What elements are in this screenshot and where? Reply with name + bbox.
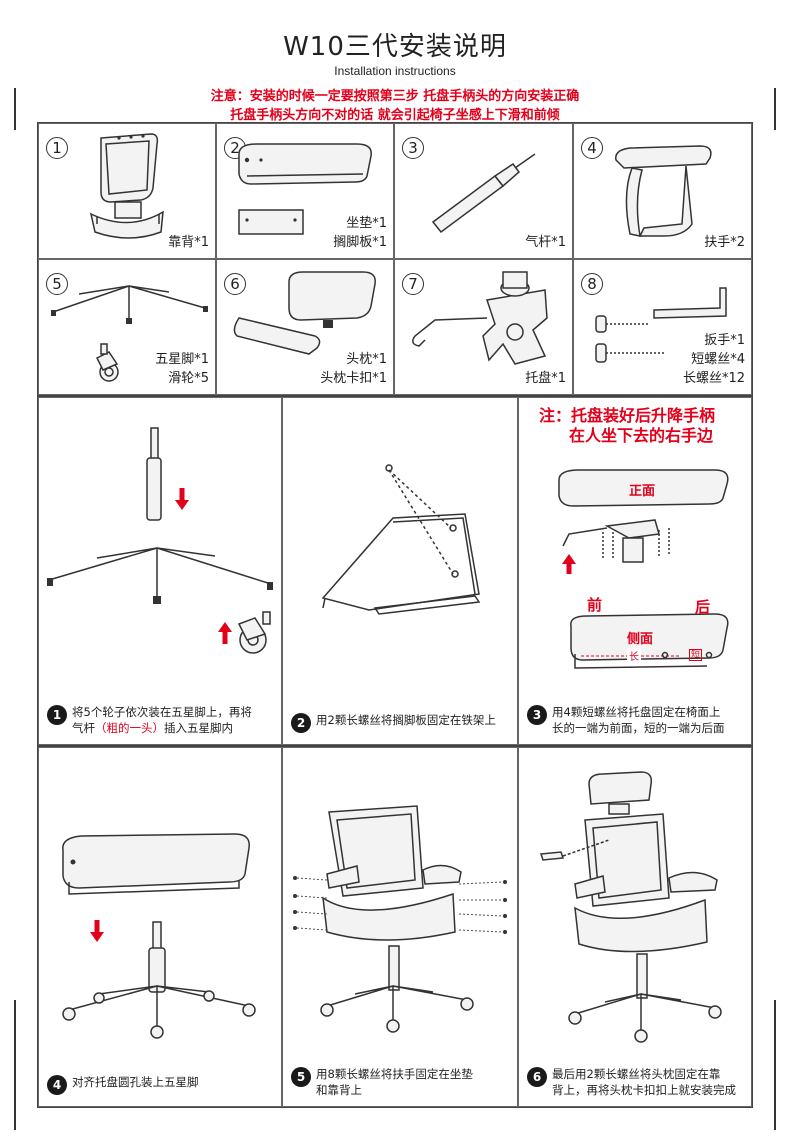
label-short: 短	[689, 649, 703, 661]
step-2-illustration	[321, 464, 481, 615]
part-number: 3	[402, 137, 424, 159]
step-1-panel: 1 将5个轮子依次装在五星脚上，再将 气杆（粗的一头）插入五星脚内	[38, 397, 282, 745]
gas-lift-illustration	[431, 153, 536, 234]
label-long: 长	[627, 648, 641, 663]
part-number: 6	[224, 273, 246, 295]
crop-mark-top-right	[774, 88, 776, 130]
crop-mark-top-left	[14, 88, 16, 130]
step-3-note-line-1: 注：托盘装好后升降手柄	[539, 406, 716, 425]
part-cell-armrest: 4 扶手*2	[573, 123, 752, 259]
notice-line-1: 注意：安装的时候一定要按照第三步 托盘手柄头的方向安装正确	[210, 89, 580, 104]
part-cell-tray: 7 托盘*1	[394, 259, 573, 395]
headrest-illustration	[233, 271, 376, 355]
step-2-text: 用2颗长螺丝将搁脚板固定在铁架上	[316, 713, 496, 727]
armrest-illustration	[615, 145, 712, 237]
part-cell-base: 5 五星脚*1 滑轮*5	[38, 259, 216, 395]
step-4-illustration	[62, 833, 256, 1039]
part-label: 头枕卡扣*1	[320, 371, 387, 386]
part-cell-hardware: 8 扳手*1 短螺丝*4 长螺丝*12	[573, 259, 752, 395]
crop-mark-bottom-left	[14, 1000, 16, 1130]
part-label: 短螺丝*4	[691, 352, 745, 367]
step-2-panel: 2 用2颗长螺丝将搁脚板固定在铁架上	[282, 397, 518, 745]
part-cell-backrest: 1 靠背*1	[38, 123, 216, 259]
label-back: 后	[695, 598, 711, 616]
notice-line-2: 托盘手柄头方向不对的话 就会引起椅子坐感上下滑和前倾	[230, 108, 560, 123]
part-number: 1	[46, 137, 68, 159]
part-cell-headrest: 6 头枕*1 头枕卡扣*1	[216, 259, 394, 395]
step-number-badge: 5	[291, 1067, 311, 1087]
step-1-text-pre: 气杆	[72, 721, 95, 735]
tray-illustration	[412, 271, 548, 365]
step-6-text-line-1: 最后用2颗长螺丝将头枕固定在靠	[552, 1067, 721, 1081]
parts-grid: 1 靠背*1 2 坐垫*1 搁脚板*1 3	[37, 122, 753, 396]
part-label: 气杆*1	[525, 235, 566, 250]
part-label: 搁脚板*1	[333, 235, 387, 250]
step-number-badge: 3	[527, 705, 547, 725]
part-cell-seat: 2 坐垫*1 搁脚板*1	[216, 123, 394, 259]
step-number-badge: 4	[47, 1075, 67, 1095]
part-number: 7	[402, 273, 424, 295]
step-6-text-line-2: 背上，再将头枕卡扣扣上就安装完成	[552, 1083, 736, 1097]
part-label: 靠背*1	[168, 235, 209, 250]
step-1-text-post: 插入五星脚内	[164, 721, 233, 735]
part-label: 坐垫*1	[346, 216, 387, 231]
step-number-badge: 1	[47, 705, 67, 725]
part-label: 头枕*1	[346, 352, 387, 367]
backrest-illustration	[89, 133, 164, 239]
page-title: W10三代安装说明	[283, 32, 507, 62]
step-3-illustration	[558, 469, 729, 669]
part-number: 5	[46, 273, 68, 295]
step-5-text-line-1: 用8颗长螺丝将扶手固定在坐垫	[316, 1067, 473, 1081]
step-5-panel: 5 用8颗长螺丝将扶手固定在坐垫 和靠背上	[282, 747, 518, 1107]
part-label: 托盘*1	[525, 371, 566, 386]
step-4-text: 对齐托盘圆孔装上五星脚	[72, 1075, 199, 1089]
part-number: 4	[581, 137, 603, 159]
step-1-illustration	[47, 427, 273, 654]
step-number-badge: 2	[291, 713, 311, 733]
label-side: 侧面	[627, 632, 654, 647]
part-number: 8	[581, 273, 603, 295]
step-5-text-line-2: 和靠背上	[316, 1083, 362, 1097]
steps-row-1: 1 将5个轮子依次装在五星脚上，再将 气杆（粗的一头）插入五星脚内 2 用2颗长…	[37, 396, 753, 746]
hardware-illustration	[595, 287, 727, 363]
part-label: 扳手*1	[704, 333, 745, 348]
step-1-text-highlight: （粗的一头）	[95, 721, 164, 735]
step-3-note-line-2: 在人坐下去的右手边	[569, 426, 714, 445]
step-number-badge: 6	[527, 1067, 547, 1087]
label-front-face: 正面	[629, 484, 656, 499]
step-4-panel: 4 对齐托盘圆孔装上五星脚	[38, 747, 282, 1107]
part-cell-gas-lift: 3 气杆*1	[394, 123, 573, 259]
base-illustration	[51, 285, 208, 382]
step-3-panel: 注：托盘装好后升降手柄 在人坐下去的右手边 正面 前 后 侧面 长 短 3 用4…	[518, 397, 752, 745]
seat-illustration	[238, 143, 372, 235]
step-3-text-line-1: 用4颗短螺丝将托盘固定在椅面上	[552, 705, 721, 719]
crop-mark-bottom-right	[774, 1000, 776, 1130]
part-label: 五星脚*1	[155, 352, 209, 367]
page-subtitle: Installation instructions	[334, 64, 456, 78]
part-label: 扶手*2	[704, 235, 745, 250]
label-front: 前	[587, 596, 603, 614]
step-3-text-line-2: 长的一端为前面，短的一端为后面	[552, 721, 725, 735]
part-label: 滑轮*5	[168, 371, 209, 386]
step-1-text-line-1: 将5个轮子依次装在五星脚上，再将	[72, 705, 252, 719]
step-6-panel: 6 最后用2颗长螺丝将头枕固定在靠 背上，再将头枕卡扣扣上就安装完成	[518, 747, 752, 1107]
step-6-illustration	[539, 771, 722, 1043]
step-5-illustration	[293, 805, 507, 1033]
steps-row-2: 4 对齐托盘圆孔装上五星脚 5 用8颗长螺丝将	[37, 746, 753, 1108]
part-label: 长螺丝*12	[682, 371, 745, 386]
